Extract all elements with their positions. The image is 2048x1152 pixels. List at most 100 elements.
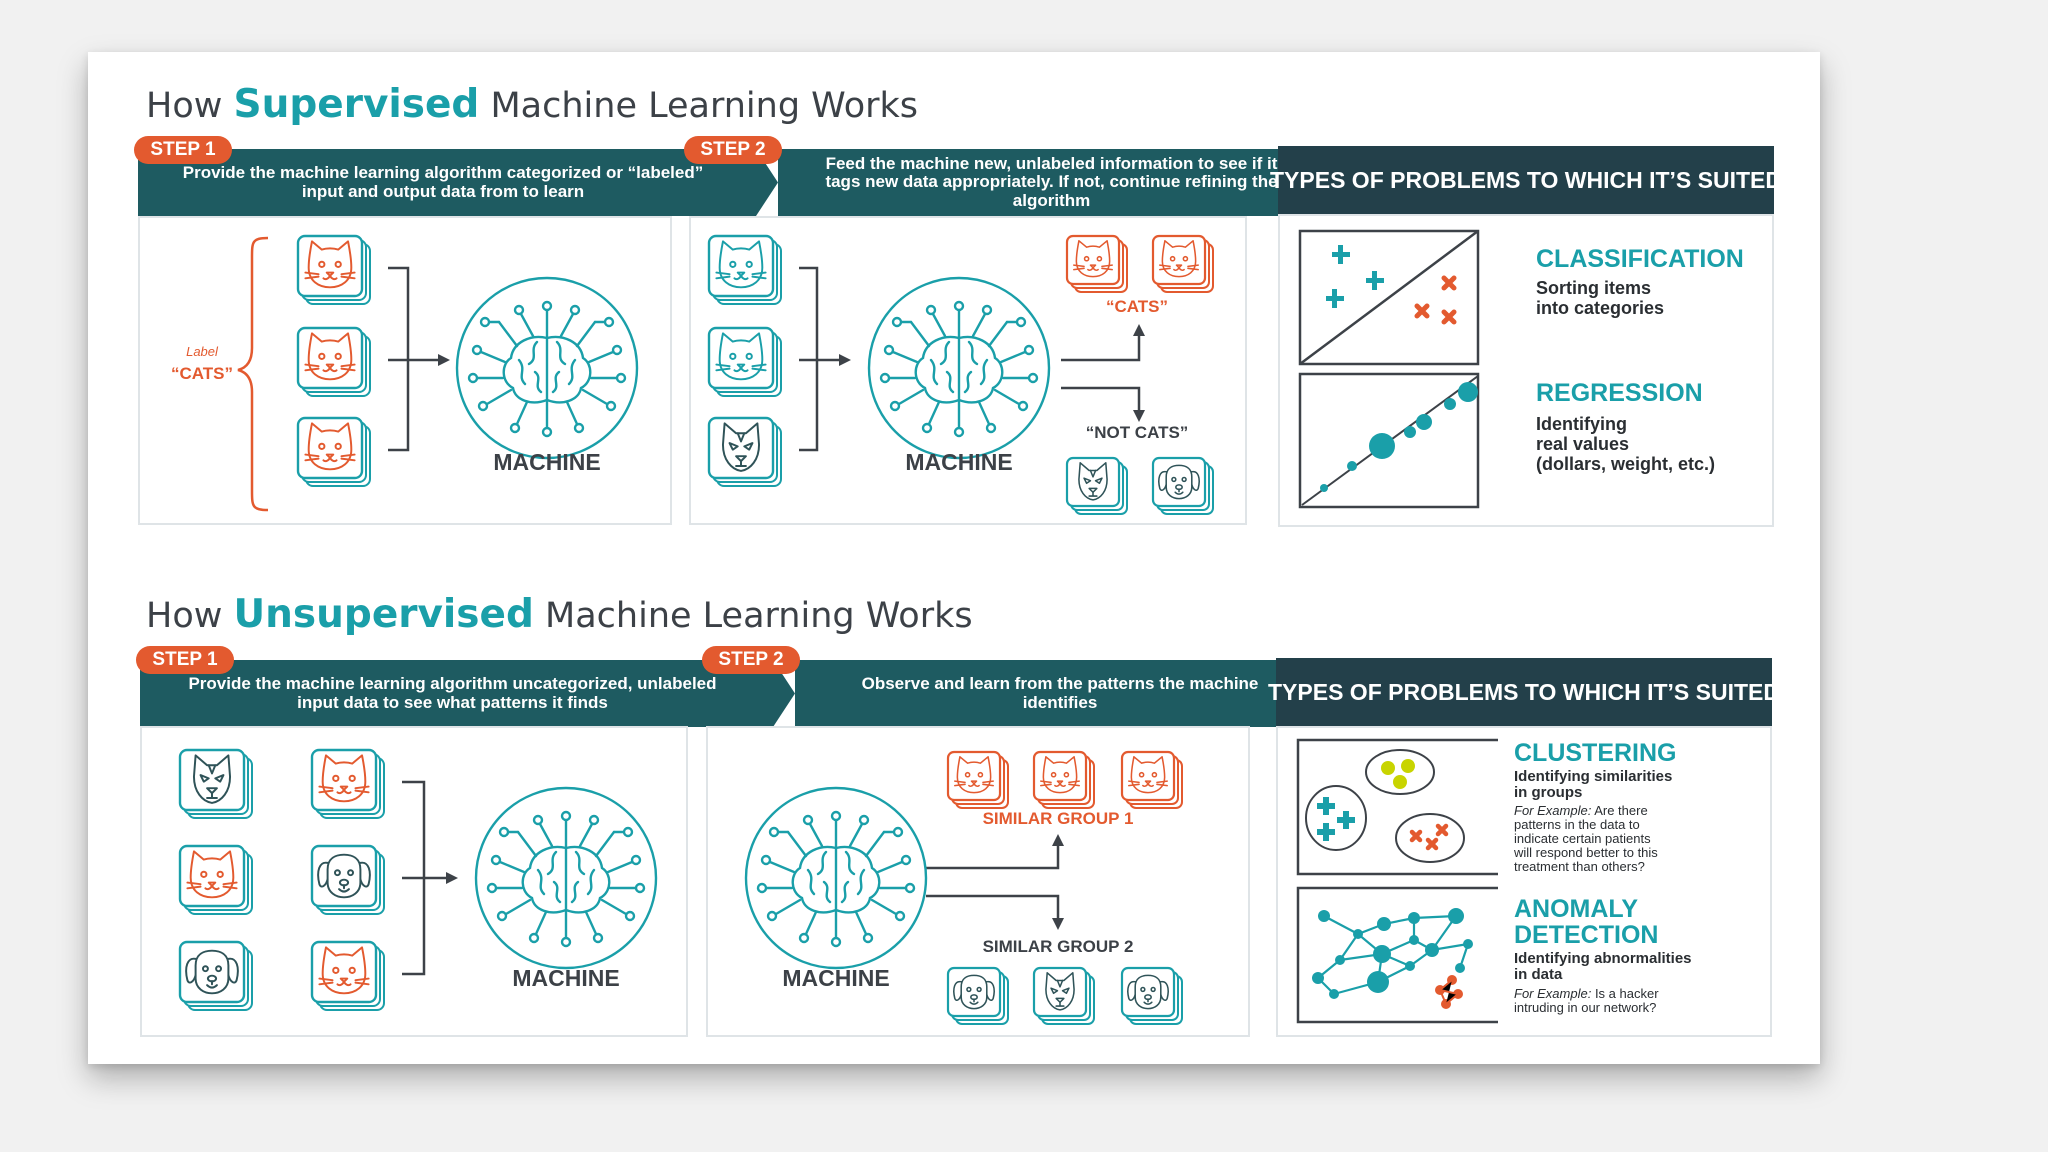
unsupervised-step2-panel: MACHINE SIMILAR GROUP 1 SIMILAR GROUP 2	[706, 726, 1250, 1037]
unsupervised-step2-badge: STEP 2	[702, 646, 800, 674]
input-connectors	[402, 780, 448, 976]
problem-description: real values	[1536, 434, 1630, 454]
step-description: Provide the machine learning algorithm u…	[188, 674, 717, 712]
input-card	[312, 846, 384, 914]
unsupervised-problems-panel: CLUSTERING Identifying similarities in g…	[1276, 726, 1772, 1037]
supervised-problems-panel: CLASSIFICATION Sorting items into catego…	[1278, 214, 1774, 527]
arrow-head	[446, 872, 458, 884]
anomaly-detection-label: ANOMALY DETECTION Identifying abnormalit…	[1514, 896, 1692, 1015]
group1-card	[1122, 752, 1182, 808]
problem-description: in groups	[1514, 784, 1583, 801]
classification-icon	[1298, 229, 1480, 366]
problem-title: DETECTION	[1514, 921, 1659, 949]
input-card	[709, 236, 781, 304]
supervised-step1-panel: Label “CATS” MACHINE	[138, 216, 672, 525]
problem-description: Identifying similarities	[1514, 768, 1673, 785]
brain-circuit-icon	[474, 786, 658, 970]
supervised-step1-diagram: Label “CATS” MACHINE	[171, 218, 639, 512]
output-card	[1067, 236, 1127, 292]
unsupervised-step2-diagram: MACHINE SIMILAR GROUP 1 SIMILAR GROUP 2	[744, 728, 1252, 1039]
output-not-cats-label: “NOT CATS”	[1086, 423, 1189, 442]
problem-description: Identifying abnormalities	[1514, 950, 1692, 967]
problem-title: ANOMALY	[1514, 895, 1639, 923]
input-card	[298, 328, 370, 396]
unsupervised-step1-diagram: MACHINE	[142, 728, 658, 1039]
supervised-step1-badge: STEP 1	[134, 136, 232, 164]
unsupervised-step2-banner: Observe and learn from the patterns the …	[795, 660, 1355, 727]
supervised-step2-banner: Feed the machine new, unlabeled informat…	[778, 149, 1355, 216]
input-card	[312, 942, 384, 1010]
arrow-down	[1133, 410, 1145, 422]
group2-card	[1122, 968, 1182, 1024]
input-connectors	[388, 266, 440, 452]
example-text: patterns in the data to	[1514, 817, 1640, 832]
group2-card	[948, 968, 1008, 1024]
group1-label: SIMILAR GROUP 1	[983, 809, 1134, 828]
problem-description: Identifying	[1536, 414, 1627, 434]
arrow-up	[1052, 834, 1064, 846]
clustering-icon	[1296, 738, 1498, 876]
classification-label: CLASSIFICATION Sorting items into catego…	[1536, 246, 1744, 318]
example-label: For Example:	[1514, 803, 1592, 818]
unsupervised-step1-panel: MACHINE	[140, 726, 688, 1037]
input-card	[709, 418, 781, 486]
unsupervised-problems-header: TYPES OF PROBLEMS TO WHICH IT’S SUITED	[1268, 658, 1780, 726]
arrow-down	[1052, 918, 1064, 930]
example-text: Is a hacker	[1594, 986, 1659, 1001]
problem-title: CLUSTERING	[1514, 739, 1677, 767]
machine-label: MACHINE	[512, 965, 619, 991]
machine-label: MACHINE	[493, 449, 600, 475]
label-caption: Label	[186, 344, 219, 359]
regression-label: REGRESSION Identifying real values (doll…	[1536, 380, 1715, 474]
title-emphasis: Unsupervised	[233, 592, 534, 637]
example-text: Are there	[1594, 803, 1648, 818]
problem-description: Sorting items	[1536, 278, 1652, 298]
arrow-up	[1133, 324, 1145, 336]
problem-description: into categories	[1536, 298, 1665, 318]
title-prefix: How	[146, 596, 223, 636]
input-card	[180, 750, 252, 818]
infographic-card: How Supervised Machine Learning Works Pr…	[88, 52, 1820, 1064]
problem-description: (dollars, weight, etc.)	[1536, 454, 1716, 474]
unsupervised-step1-banner: Provide the machine learning algorithm u…	[140, 660, 795, 727]
anomaly-detection-icon	[1296, 886, 1498, 1024]
input-card	[298, 236, 370, 304]
regression-icon	[1298, 372, 1480, 509]
example-text: indicate certain patients	[1514, 831, 1651, 846]
example-text: treatment than others?	[1514, 859, 1645, 874]
input-card	[298, 418, 370, 486]
group2-label: SIMILAR GROUP 2	[983, 937, 1134, 956]
example-text: will respond better to this	[1514, 845, 1658, 860]
output-card	[1067, 458, 1127, 514]
supervised-step2-diagram: MACHINE “CATS” “NOT CATS”	[691, 218, 1249, 527]
problem-title: REGRESSION	[1536, 379, 1703, 407]
group2-card	[1034, 968, 1094, 1024]
step-description: Observe and learn from the patterns the …	[861, 674, 1259, 712]
brain-circuit-icon	[867, 276, 1051, 460]
brain-circuit-icon	[455, 276, 639, 460]
title-suffix: Machine Learning Works	[490, 86, 919, 126]
step-description: Provide the machine learning algorithm c…	[182, 163, 704, 201]
example-label: For Example:	[1514, 986, 1592, 1001]
output-connectors	[926, 844, 1060, 920]
title-prefix: How	[146, 86, 223, 126]
example-text: intruding in our network?	[1514, 1000, 1657, 1015]
output-card	[1153, 236, 1213, 292]
output-cats-label: “CATS”	[1106, 297, 1168, 316]
input-card	[180, 846, 252, 914]
label-bracket	[237, 236, 269, 512]
supervised-step2-panel: MACHINE “CATS” “NOT CATS”	[689, 216, 1247, 525]
machine-label: MACHINE	[782, 965, 889, 991]
supervised-step2-badge: STEP 2	[684, 136, 782, 164]
brain-circuit-icon	[744, 786, 928, 970]
unsupervised-title: How Unsupervised Machine Learning Works	[146, 592, 973, 637]
input-card	[709, 328, 781, 396]
problem-description: in data	[1514, 966, 1563, 983]
supervised-title: How Supervised Machine Learning Works	[146, 82, 918, 127]
group1-card	[948, 752, 1008, 808]
supervised-problems-graphics	[1298, 229, 1480, 509]
unsupervised-step1-badge: STEP 1	[136, 646, 234, 674]
unsupervised-problems-graphics	[1296, 738, 1498, 1024]
problem-title: CLASSIFICATION	[1536, 245, 1744, 273]
step-description: Feed the machine new, unlabeled informat…	[825, 153, 1278, 210]
